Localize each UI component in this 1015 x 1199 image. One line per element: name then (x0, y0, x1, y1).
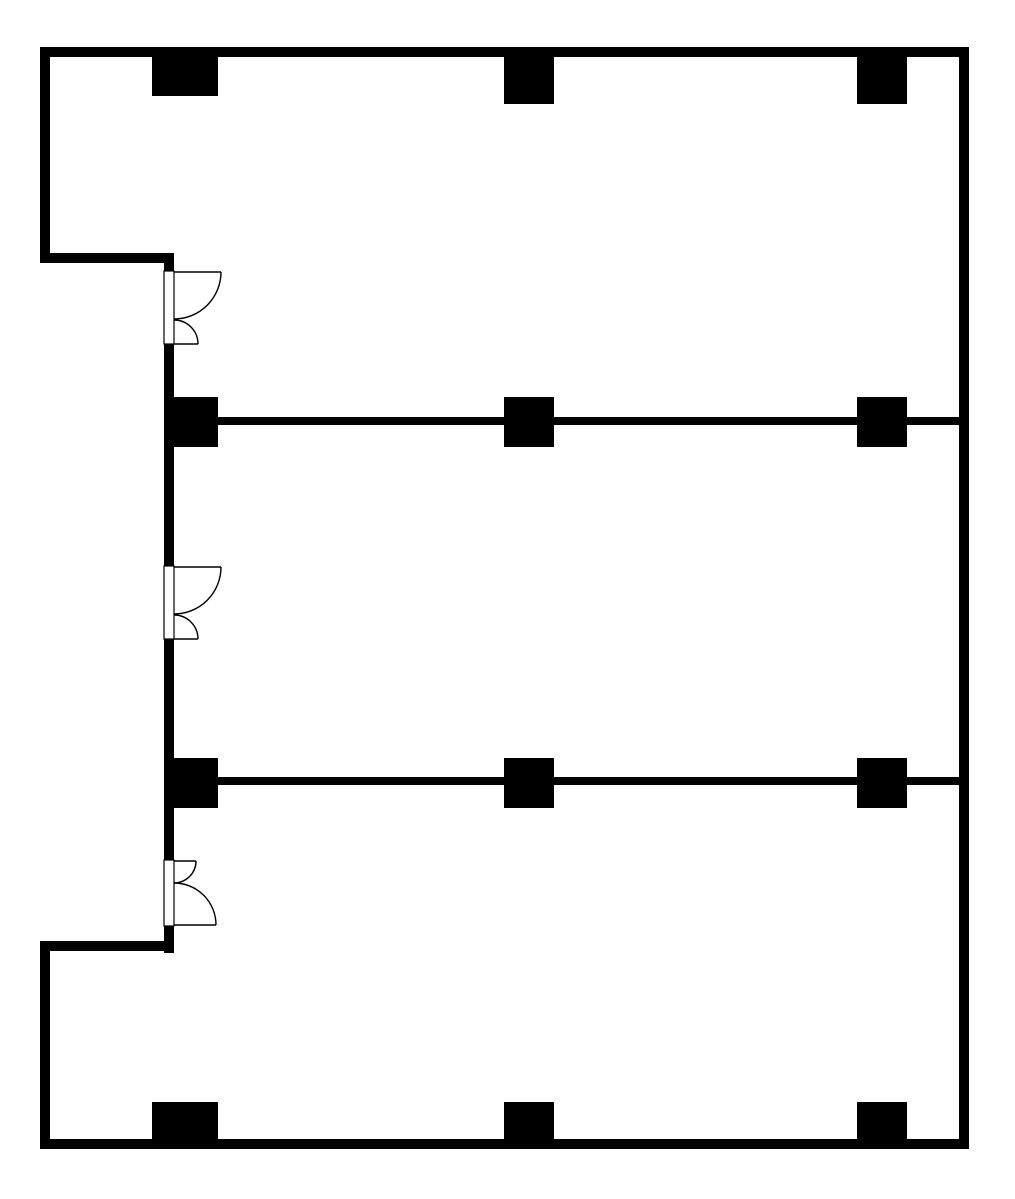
doors (163, 270, 222, 927)
door-swing-large-icon (173, 566, 222, 615)
pillars (152, 55, 907, 1141)
pillar (857, 1102, 907, 1141)
door-swing-large-icon (173, 882, 217, 926)
room-middle[interactable] (170, 424, 964, 782)
pillar (857, 397, 907, 447)
wall-right (959, 47, 969, 1149)
partition-upper (164, 417, 969, 425)
wall-lower-left-outer (40, 941, 50, 1149)
pillar (504, 1102, 554, 1141)
partition-lower (164, 777, 969, 785)
door-frame (163, 565, 175, 640)
pillar (857, 758, 907, 808)
pillar (504, 758, 554, 808)
interior-walls (164, 417, 969, 785)
door-top[interactable] (163, 270, 222, 345)
room-bottom[interactable] (48, 786, 964, 1142)
door-swing-small-icon (173, 319, 199, 345)
door-swing-small-icon (173, 614, 199, 640)
pillar (152, 1102, 218, 1141)
pillar (164, 397, 218, 447)
wall-bottom (40, 1139, 969, 1149)
door-swing-large-icon (173, 271, 222, 320)
pillar (152, 55, 218, 96)
door-middle[interactable] (163, 565, 222, 640)
door-bottom[interactable] (163, 859, 217, 927)
pillar (164, 758, 218, 808)
room-top[interactable] (48, 55, 964, 420)
wall-upper-left-outer (40, 47, 50, 263)
pillar (504, 55, 554, 104)
rooms (48, 55, 964, 1142)
wall-lower-step (40, 941, 174, 951)
door-frame (163, 859, 175, 927)
wall-top (40, 47, 969, 57)
door-frame (163, 270, 175, 345)
pillar (504, 397, 554, 447)
pillar (857, 55, 907, 104)
wall-upper-step (40, 253, 174, 263)
